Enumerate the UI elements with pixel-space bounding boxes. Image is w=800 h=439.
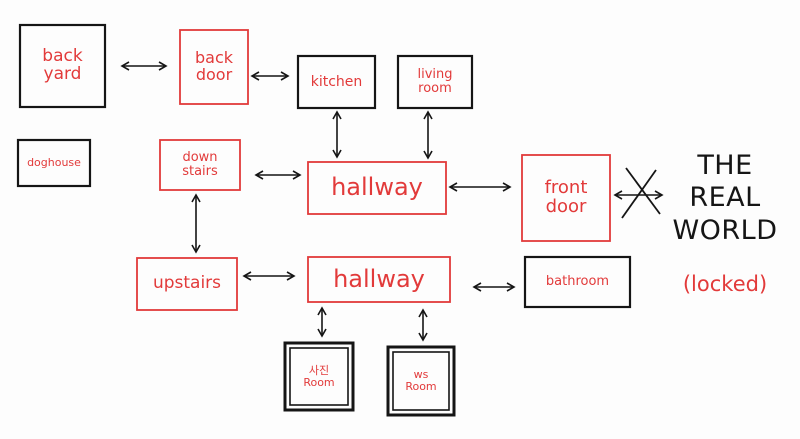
back-door-box <box>179 29 249 105</box>
down-stairs-box <box>159 139 241 191</box>
back-door-label: back door <box>194 48 234 84</box>
upstairs-label: upstairs <box>152 273 222 294</box>
hallway-main-label: hallway <box>331 173 423 202</box>
real-world-title: THE REAL WORLD <box>672 150 778 246</box>
room-right-box <box>386 345 456 417</box>
connections <box>120 61 664 342</box>
living-room-label: living room <box>417 67 453 96</box>
cross-out-icon <box>621 167 661 219</box>
doghouse-box <box>16 138 92 188</box>
back-yard-label: back yard <box>42 46 83 84</box>
upstairs-box <box>136 257 238 311</box>
room-right-label: ws Room <box>405 368 437 393</box>
doghouse-label: doghouse <box>27 156 81 170</box>
back-yard-box <box>18 23 107 109</box>
room-right-inner <box>392 351 450 411</box>
kitchen-label: kitchen <box>310 73 363 90</box>
front-door-label: front door <box>544 177 588 217</box>
hallway-upper-box <box>307 256 451 303</box>
down-stairs-label: down stairs <box>182 150 218 179</box>
room-left-label: 사진 Room <box>303 363 335 389</box>
hallway-upper-label: hallway <box>333 264 425 293</box>
hallway-main-box <box>307 161 447 215</box>
living-room-box <box>396 54 474 110</box>
front-door-box <box>521 154 611 242</box>
kitchen-box <box>296 54 377 110</box>
bathroom-label: bathroom <box>545 274 610 290</box>
room-left-inner <box>289 347 349 406</box>
bathroom-box <box>523 255 632 309</box>
locked-status: (locked) <box>682 272 768 296</box>
room-left-box <box>283 341 355 412</box>
